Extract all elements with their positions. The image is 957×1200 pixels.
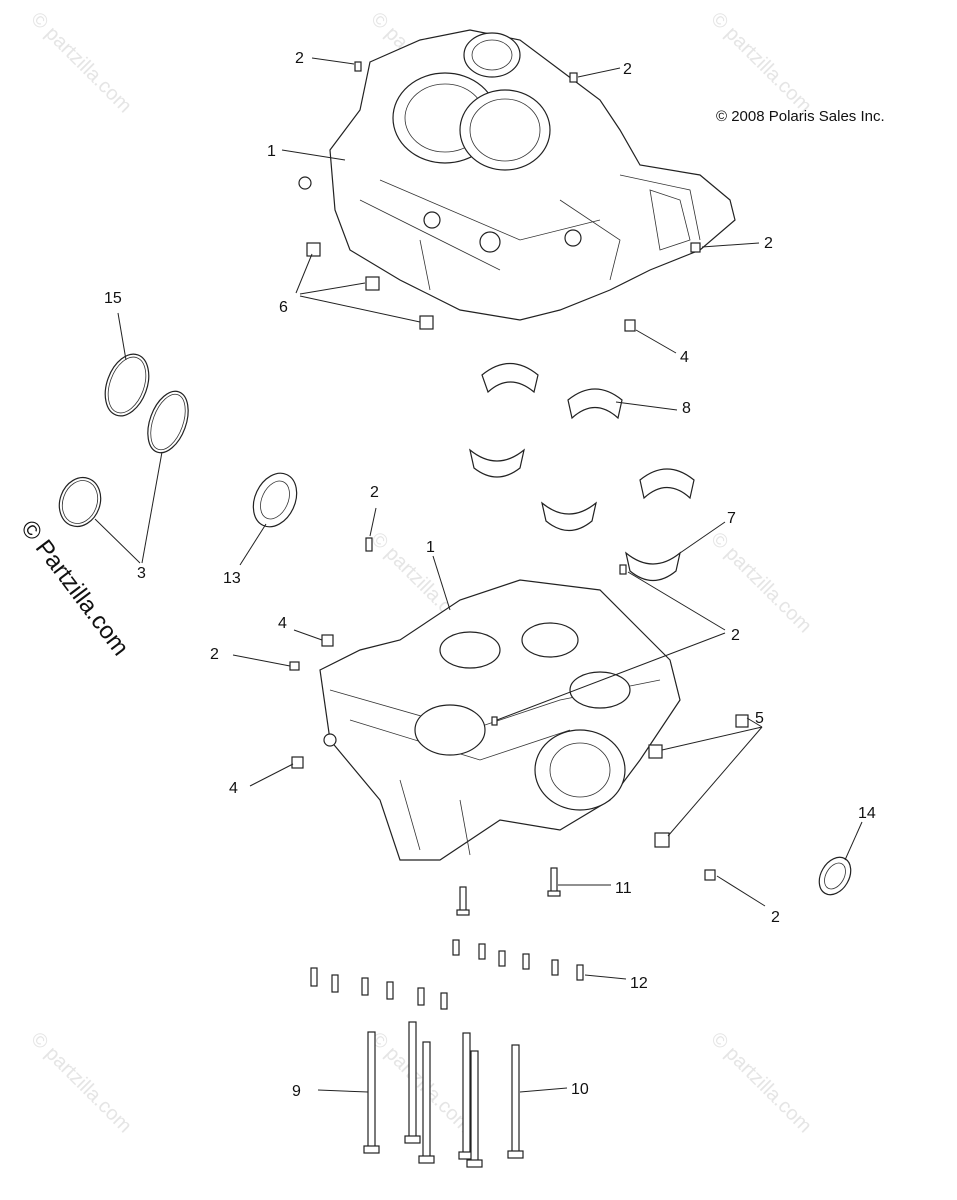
o-ring-3b: [58, 476, 102, 528]
bolt-10b: [470, 1050, 479, 1167]
watermark-8: © partzilla.com: [706, 1028, 815, 1137]
callout-7: 7: [727, 510, 736, 527]
callout-2-f: 2: [210, 646, 219, 663]
bolt-12c: [498, 950, 506, 967]
dowel-2e: [619, 564, 627, 575]
bolt-12d: [522, 953, 530, 970]
callout-1-top: 1: [267, 143, 276, 160]
bushing-5c: [654, 832, 670, 848]
callout-1-bottom: 1: [426, 539, 435, 556]
bolt-12j: [386, 981, 394, 1000]
bearing-4: [541, 501, 597, 532]
nut-6b: [365, 276, 380, 291]
bolt-9b: [408, 1021, 417, 1143]
callout-5: 5: [755, 710, 764, 727]
seal-13: [252, 472, 298, 528]
callout-4-c: 4: [229, 780, 238, 797]
watermark-6: © partzilla.com: [26, 1028, 135, 1137]
watermark-3: © partzilla.com: [706, 8, 815, 117]
callout-10: 10: [571, 1081, 589, 1098]
callout-2-g: 2: [771, 909, 780, 926]
bearing-1: [481, 363, 539, 394]
callout-8: 8: [682, 400, 691, 417]
side-watermark: © Partzilla.com: [15, 515, 134, 660]
callout-3: 3: [137, 565, 146, 582]
bolt-12i: [361, 977, 369, 996]
lower-crankcase: [319, 579, 681, 861]
callout-11: 11: [615, 880, 632, 897]
bolt-12k: [417, 987, 425, 1006]
leader-lines: [94, 57, 863, 1093]
nut-6c: [419, 315, 434, 330]
callout-13: 13: [223, 570, 241, 587]
watermark-7: © partzilla.com: [366, 1028, 475, 1137]
bolt-11b: [550, 867, 558, 895]
bushing-4b: [321, 634, 334, 647]
callout-15: 15: [104, 290, 122, 307]
bolt-12b: [478, 943, 486, 960]
bolt-10c: [511, 1044, 520, 1158]
upper-crankcase: [298, 29, 736, 321]
bolt-12f: [576, 964, 584, 981]
bearing-3: [567, 388, 623, 420]
callout-4-b: 4: [278, 615, 287, 632]
bolt-12l: [440, 992, 448, 1010]
callouts: 2 2 1 2 6 4 15 8 2 7 1 3 13 2 4 2 5 4 14…: [104, 50, 876, 1100]
bolt-12h: [331, 974, 339, 993]
dowel-2a: [354, 61, 362, 72]
dowel-pins: [289, 61, 749, 881]
dowel-2h: [704, 869, 716, 881]
bolt-12a: [452, 939, 460, 956]
callout-2-a: 2: [295, 50, 304, 67]
o-ring-3a: [147, 390, 189, 454]
bearing-6: [625, 551, 681, 582]
bearing-2: [469, 448, 525, 478]
bolt-11a: [459, 886, 467, 914]
callout-6: 6: [279, 299, 288, 316]
bushing-4c: [291, 756, 304, 769]
dowel-2f: [289, 661, 300, 671]
callout-2-b: 2: [623, 61, 632, 78]
seal-14: [818, 856, 852, 896]
bushing-5a: [735, 714, 749, 728]
bolt-9a: [367, 1031, 376, 1153]
rings-and-seals: [58, 353, 852, 896]
bolt-10a: [462, 1032, 471, 1159]
watermark-1: © partzilla.com: [26, 8, 135, 117]
bearing-halves: [469, 363, 695, 582]
dowel-2d: [365, 537, 373, 552]
callout-2-d: 2: [370, 484, 379, 501]
bolt-9c: [422, 1041, 431, 1163]
dowel-2g: [491, 716, 498, 726]
callout-2-c: 2: [764, 235, 773, 252]
callout-14: 14: [858, 805, 876, 822]
copyright-text: © 2008 Polaris Sales Inc.: [716, 108, 885, 125]
nut-6a: [306, 242, 321, 257]
bolt-12g: [310, 967, 318, 987]
bushing-5b: [648, 744, 663, 759]
callout-4-a: 4: [680, 349, 689, 366]
callout-9: 9: [292, 1083, 301, 1100]
callout-2-e: 2: [731, 627, 740, 644]
watermark-5: © partzilla.com: [706, 528, 815, 637]
dowel-2b: [569, 72, 578, 83]
bearing-5: [639, 468, 695, 500]
dowel-2c: [690, 242, 701, 253]
bushing-4a: [624, 319, 636, 332]
bolts: [310, 867, 584, 1168]
callout-12: 12: [630, 975, 648, 992]
bolt-12e: [551, 959, 559, 976]
